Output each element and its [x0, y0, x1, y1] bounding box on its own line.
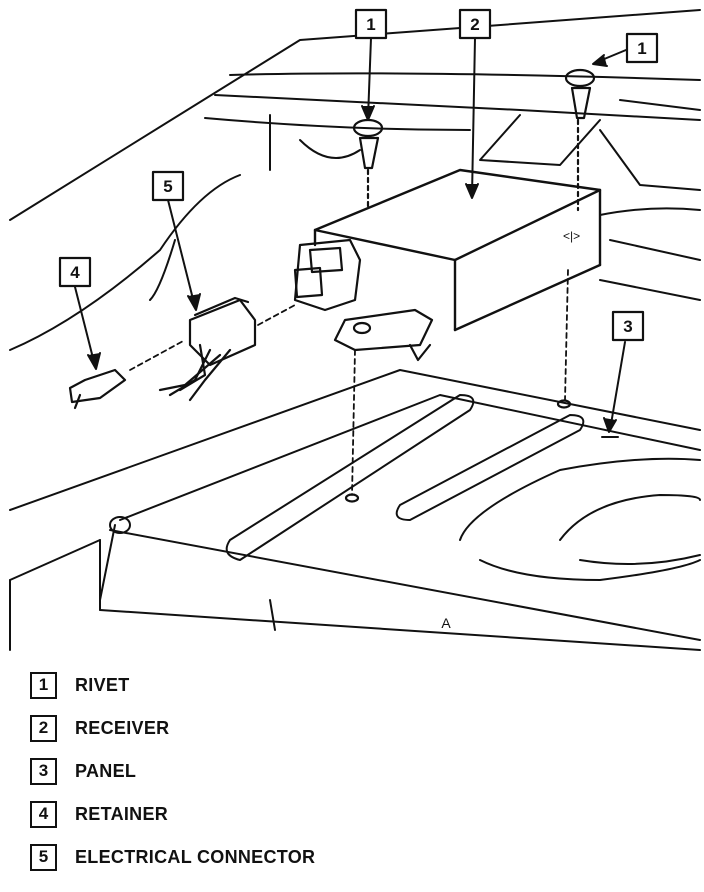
svg-text:5: 5: [163, 177, 172, 196]
view-marker: A: [441, 615, 451, 631]
svg-text:2: 2: [470, 15, 479, 34]
retainer: [68, 368, 127, 410]
rivet-left: [352, 118, 384, 212]
legend-label: RETAINER: [75, 803, 169, 824]
legend-item-receiver: 2 RECEIVER: [30, 713, 630, 743]
legend-label: RIVET: [75, 674, 130, 695]
electrical-connector: [158, 296, 257, 402]
receiver-box: <|>: [313, 168, 602, 332]
callout-4: 4: [58, 256, 92, 288]
legend-item-retainer: 4 RETAINER: [30, 799, 630, 829]
callout-2: 2: [458, 8, 492, 40]
legend-number-box: 2: [30, 714, 57, 742]
callout-5: 5: [151, 170, 185, 202]
floor-hole-right: [556, 399, 572, 409]
rivet-right: [564, 68, 596, 212]
mounting-bracket: [333, 308, 434, 362]
legend-number-box: 3: [30, 757, 57, 785]
legend-item-electrical-connector: 5 ELECTRICAL CONNECTOR: [30, 842, 630, 872]
legend: 1 RIVET 2 RECEIVER 3 PANEL 4 RETAINER 5 …: [30, 670, 630, 885]
svg-text:<|>: <|>: [563, 229, 580, 243]
svg-text:3: 3: [623, 317, 632, 336]
legend-item-panel: 3 PANEL: [30, 756, 630, 786]
legend-label: ELECTRICAL CONNECTOR: [75, 846, 316, 867]
receiver-mounting-illustration: <|>: [9, 8, 701, 651]
svg-text:1: 1: [366, 15, 375, 34]
svg-text:4: 4: [70, 263, 80, 282]
legend-number-box: 4: [30, 800, 57, 828]
install-guide-lines: [129, 269, 569, 496]
legend-number-box: 5: [30, 843, 57, 871]
legend-label: RECEIVER: [75, 717, 170, 738]
floor-hole-left: [344, 493, 360, 503]
legend-label: PANEL: [75, 760, 137, 781]
floor-panel: [9, 369, 701, 651]
svg-text:1: 1: [637, 39, 646, 58]
leader-arrows: [74, 37, 627, 438]
receiver-connector-socket: [293, 238, 362, 312]
legend-item-rivet: 1 RIVET: [30, 670, 630, 700]
body-panel-lines: [9, 9, 701, 351]
callout-3: 3: [611, 310, 645, 342]
callout-1a: 1: [354, 8, 388, 40]
legend-number-box: 1: [30, 671, 57, 699]
callout-1b: 1: [625, 32, 659, 64]
